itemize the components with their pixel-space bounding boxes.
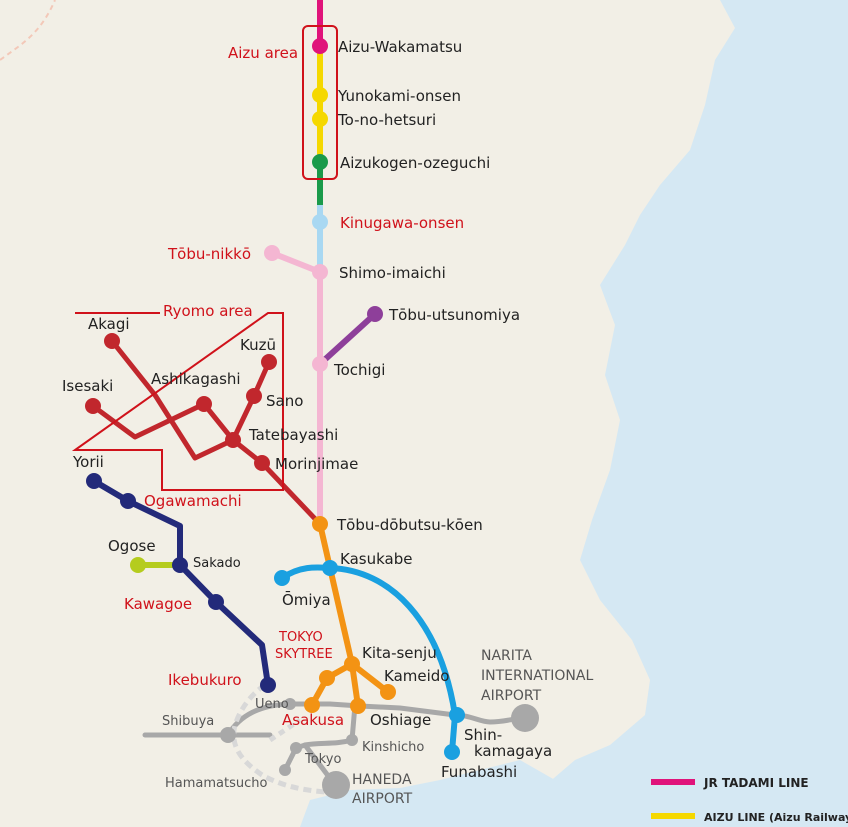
- station-tatebayashi[interactable]: [225, 432, 241, 448]
- station-funabashi[interactable]: [444, 744, 460, 760]
- label-yunokami-onsen: Yunokami-onsen: [337, 87, 461, 105]
- label-morinjimae: Morinjimae: [275, 455, 358, 473]
- station-ogose[interactable]: [130, 557, 146, 573]
- nikko-branch: [270, 250, 322, 275]
- station-shin-kamagaya[interactable]: [449, 707, 465, 723]
- label-kuzu: Kuzū: [240, 336, 276, 354]
- label-ogawamachi: Ogawamachi: [144, 492, 242, 510]
- station-kameido[interactable]: [380, 684, 396, 700]
- label-funabashi: Funabashi: [441, 763, 517, 781]
- station-tobu-utsunomiya[interactable]: [367, 306, 383, 322]
- label-akagi: Akagi: [88, 315, 130, 333]
- label-oshiage: Oshiage: [370, 711, 431, 729]
- station-omiya[interactable]: [274, 570, 290, 586]
- label-narita-3: AIRPORT: [481, 688, 542, 704]
- station-akagi[interactable]: [104, 333, 120, 349]
- label-tobu-utsunomiya: Tōbu-utsunomiya: [388, 306, 520, 324]
- station-kawagoe[interactable]: [208, 594, 224, 610]
- label-aizu-wakamatsu: Aizu-Wakamatsu: [338, 38, 462, 56]
- airport-haneda-dot[interactable]: [322, 771, 350, 799]
- label-narita-1: NARITA: [481, 648, 532, 664]
- station-kinugawa-onsen[interactable]: [312, 214, 328, 230]
- label-ashikagashi: Ashikagashi: [151, 370, 241, 388]
- label-hamamatsucho: Hamamatsucho: [165, 776, 267, 791]
- station-to-no-hetsuri[interactable]: [312, 111, 328, 127]
- urban-park-line: [280, 564, 459, 753]
- label-kasukabe: Kasukabe: [340, 550, 412, 568]
- label-sakado: Sakado: [193, 556, 241, 571]
- station-sano[interactable]: [246, 388, 262, 404]
- label-haneda-2: AIRPORT: [352, 791, 413, 807]
- label-kinugawa-onsen: Kinugawa-onsen: [340, 214, 464, 232]
- label-tobu-dobutsu-koen: Tōbu-dōbutsu-kōen: [336, 516, 483, 534]
- station-hamamatsucho[interactable]: [279, 764, 291, 776]
- station-morinjimae[interactable]: [254, 455, 270, 471]
- station-tochigi[interactable]: [312, 356, 328, 372]
- station-shimo-imaichi[interactable]: [312, 264, 328, 280]
- utsunomiya-line: [317, 311, 378, 367]
- label-kita-senju: Kita-senju: [362, 644, 437, 662]
- label-tochigi: Tochigi: [333, 361, 385, 379]
- station-kinshicho[interactable]: [346, 734, 358, 746]
- station-shibuya[interactable]: [220, 727, 236, 743]
- station-isesaki[interactable]: [85, 398, 101, 414]
- label-shibuya: Shibuya: [162, 714, 214, 729]
- ryomo-area-label: Ryomo area: [163, 302, 253, 320]
- label-asakusa: Asakusa: [282, 711, 344, 729]
- station-ashikagashi[interactable]: [196, 396, 212, 412]
- station-yorii[interactable]: [86, 473, 102, 489]
- label-kawagoe: Kawagoe: [124, 595, 192, 613]
- label-shimo-imaichi: Shimo-imaichi: [339, 264, 446, 282]
- label-tobu-nikko: Tōbu-nikkō: [167, 245, 251, 263]
- station-kuzu[interactable]: [261, 354, 277, 370]
- station-kasukabe[interactable]: [322, 560, 338, 576]
- station-aizukogen-ozeguchi[interactable]: [312, 154, 328, 170]
- sea-area: [520, 0, 848, 827]
- label-narita-2: INTERNATIONAL: [481, 668, 593, 684]
- label-shin-kamagaya-2: kamagaya: [474, 742, 552, 760]
- legend-label-tadami: JR TADAMI LINE: [703, 776, 809, 790]
- station-kita-senju[interactable]: [344, 656, 360, 672]
- label-ogose: Ogose: [108, 537, 156, 555]
- station-ueno[interactable]: [284, 698, 296, 710]
- label-aizukogen-ozeguchi: Aizukogen-ozeguchi: [340, 154, 490, 172]
- station-aizu-wakamatsu[interactable]: [312, 38, 328, 54]
- station-asakusa[interactable]: [304, 697, 320, 713]
- label-sano: Sano: [266, 392, 303, 410]
- station-oshiage[interactable]: [350, 698, 366, 714]
- station-tobu-nikko[interactable]: [264, 245, 280, 261]
- label-ikebukuro: Ikebukuro: [168, 671, 242, 689]
- station-ikebukuro[interactable]: [260, 677, 276, 693]
- airport-narita-dot[interactable]: [511, 704, 539, 732]
- yamanote-line: [231, 682, 326, 795]
- label-yorii: Yorii: [72, 453, 104, 471]
- station-tokyo[interactable]: [290, 742, 302, 754]
- label-tatebayashi: Tatebayashi: [248, 426, 338, 444]
- aizu-area-label: Aizu area: [228, 44, 298, 62]
- aizu-area-frame: [302, 25, 338, 180]
- label-to-no-hetsuri: To-no-hetsuri: [337, 111, 436, 129]
- station-tobu-dobutsu-koen[interactable]: [312, 516, 328, 532]
- ryomo-area-frame: [71, 312, 284, 491]
- station-sakado[interactable]: [172, 557, 188, 573]
- label-kameido: Kameido: [384, 667, 449, 685]
- station-ogawamachi[interactable]: [120, 493, 136, 509]
- label-ueno: Ueno: [255, 697, 289, 712]
- legend: JR TADAMI LINE AIZU LINE (Aizu Railway): [651, 776, 848, 824]
- legend-label-aizu: AIZU LINE (Aizu Railway): [704, 811, 848, 824]
- label-tokyo-skytree-1: TOKYO: [278, 630, 323, 645]
- station-tokyo-skytree[interactable]: [319, 670, 335, 686]
- label-tokyo: Tokyo: [304, 752, 341, 767]
- label-omiya: Ōmiya: [282, 590, 331, 609]
- station-yunokami-onsen[interactable]: [312, 87, 328, 103]
- river-line: [0, 0, 56, 61]
- label-tokyo-skytree-2: SKYTREE: [275, 647, 333, 662]
- label-kinshicho: Kinshicho: [362, 740, 424, 755]
- tojo-line: [92, 478, 271, 686]
- label-isesaki: Isesaki: [62, 377, 113, 395]
- label-haneda-1: HANEDA: [352, 772, 412, 788]
- label-shin-kamagaya-1: Shin-: [464, 726, 502, 744]
- tokyo-bay: [300, 760, 555, 827]
